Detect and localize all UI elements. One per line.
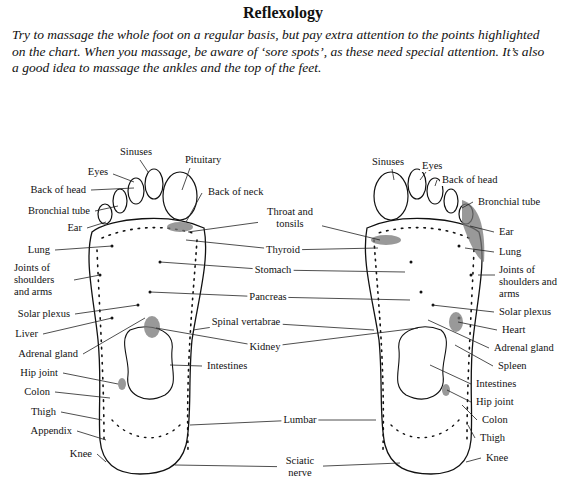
zone-label: Sinuses [118, 146, 154, 158]
zone-label: Intestines [205, 360, 249, 372]
zone-label: Appendix [29, 425, 74, 437]
zone-label: Lung [497, 246, 523, 258]
zone-label: Pancreas [247, 291, 288, 303]
zone-label: Eyes [420, 160, 444, 172]
zone-label: Back of head [29, 184, 88, 196]
zone-label: Intestines [474, 378, 518, 390]
zone-label: Lung [26, 244, 52, 256]
zone-label: Pituitary [183, 154, 223, 166]
zone-label: Kidney [248, 341, 283, 353]
zone-label: Solar plexus [497, 306, 553, 318]
title: Reflexology [0, 3, 566, 23]
zone-label: Adrenal gland [16, 348, 80, 360]
zone-label: Heart [500, 324, 527, 336]
zone-label: Thyroid [264, 244, 302, 256]
zone-label: Joints of shoulders and arms [12, 262, 74, 298]
zone-label: Back of neck [206, 186, 265, 198]
zone-label: Colon [22, 386, 52, 398]
zone-label: Back of head [440, 174, 499, 186]
zone-label: Sinuses [370, 156, 406, 168]
zone-label: Ear [65, 222, 84, 234]
zone-label: Thigh [29, 406, 58, 418]
left-foot [89, 169, 206, 474]
zone-label: Sciatic nerve [277, 455, 323, 479]
zone-label: Hip joint [18, 367, 60, 379]
zone-label: Hip joint [474, 396, 516, 408]
zone-label: Adrenal gland [492, 342, 556, 354]
zone-label: Solar plexus [16, 308, 72, 320]
leader-lines [43, 160, 497, 467]
sore-spots [118, 200, 484, 396]
zone-label: Joints of shoulders and arms [497, 264, 563, 300]
zone-label: Liver [13, 328, 40, 340]
zone-label: Knee [484, 452, 510, 464]
zone-label: Ear [497, 226, 516, 238]
zone-label: Colon [480, 414, 510, 426]
zone-label: Lumbar [281, 414, 318, 426]
intro-note: Try to massage the whole foot on a regul… [12, 27, 554, 77]
zone-label: Knee [68, 448, 94, 460]
zone-label: Spinal vertabrae [210, 316, 283, 328]
zone-label: Bronchial tube [476, 196, 542, 208]
zone-label: Thigh [478, 432, 507, 444]
zone-label: Bronchial tube [26, 205, 92, 217]
zone-label: Stomach [253, 264, 294, 276]
zone-label: Eyes [86, 166, 110, 178]
zone-label: Spleen [496, 360, 529, 372]
zone-label: Throat and tonsils [258, 206, 322, 230]
